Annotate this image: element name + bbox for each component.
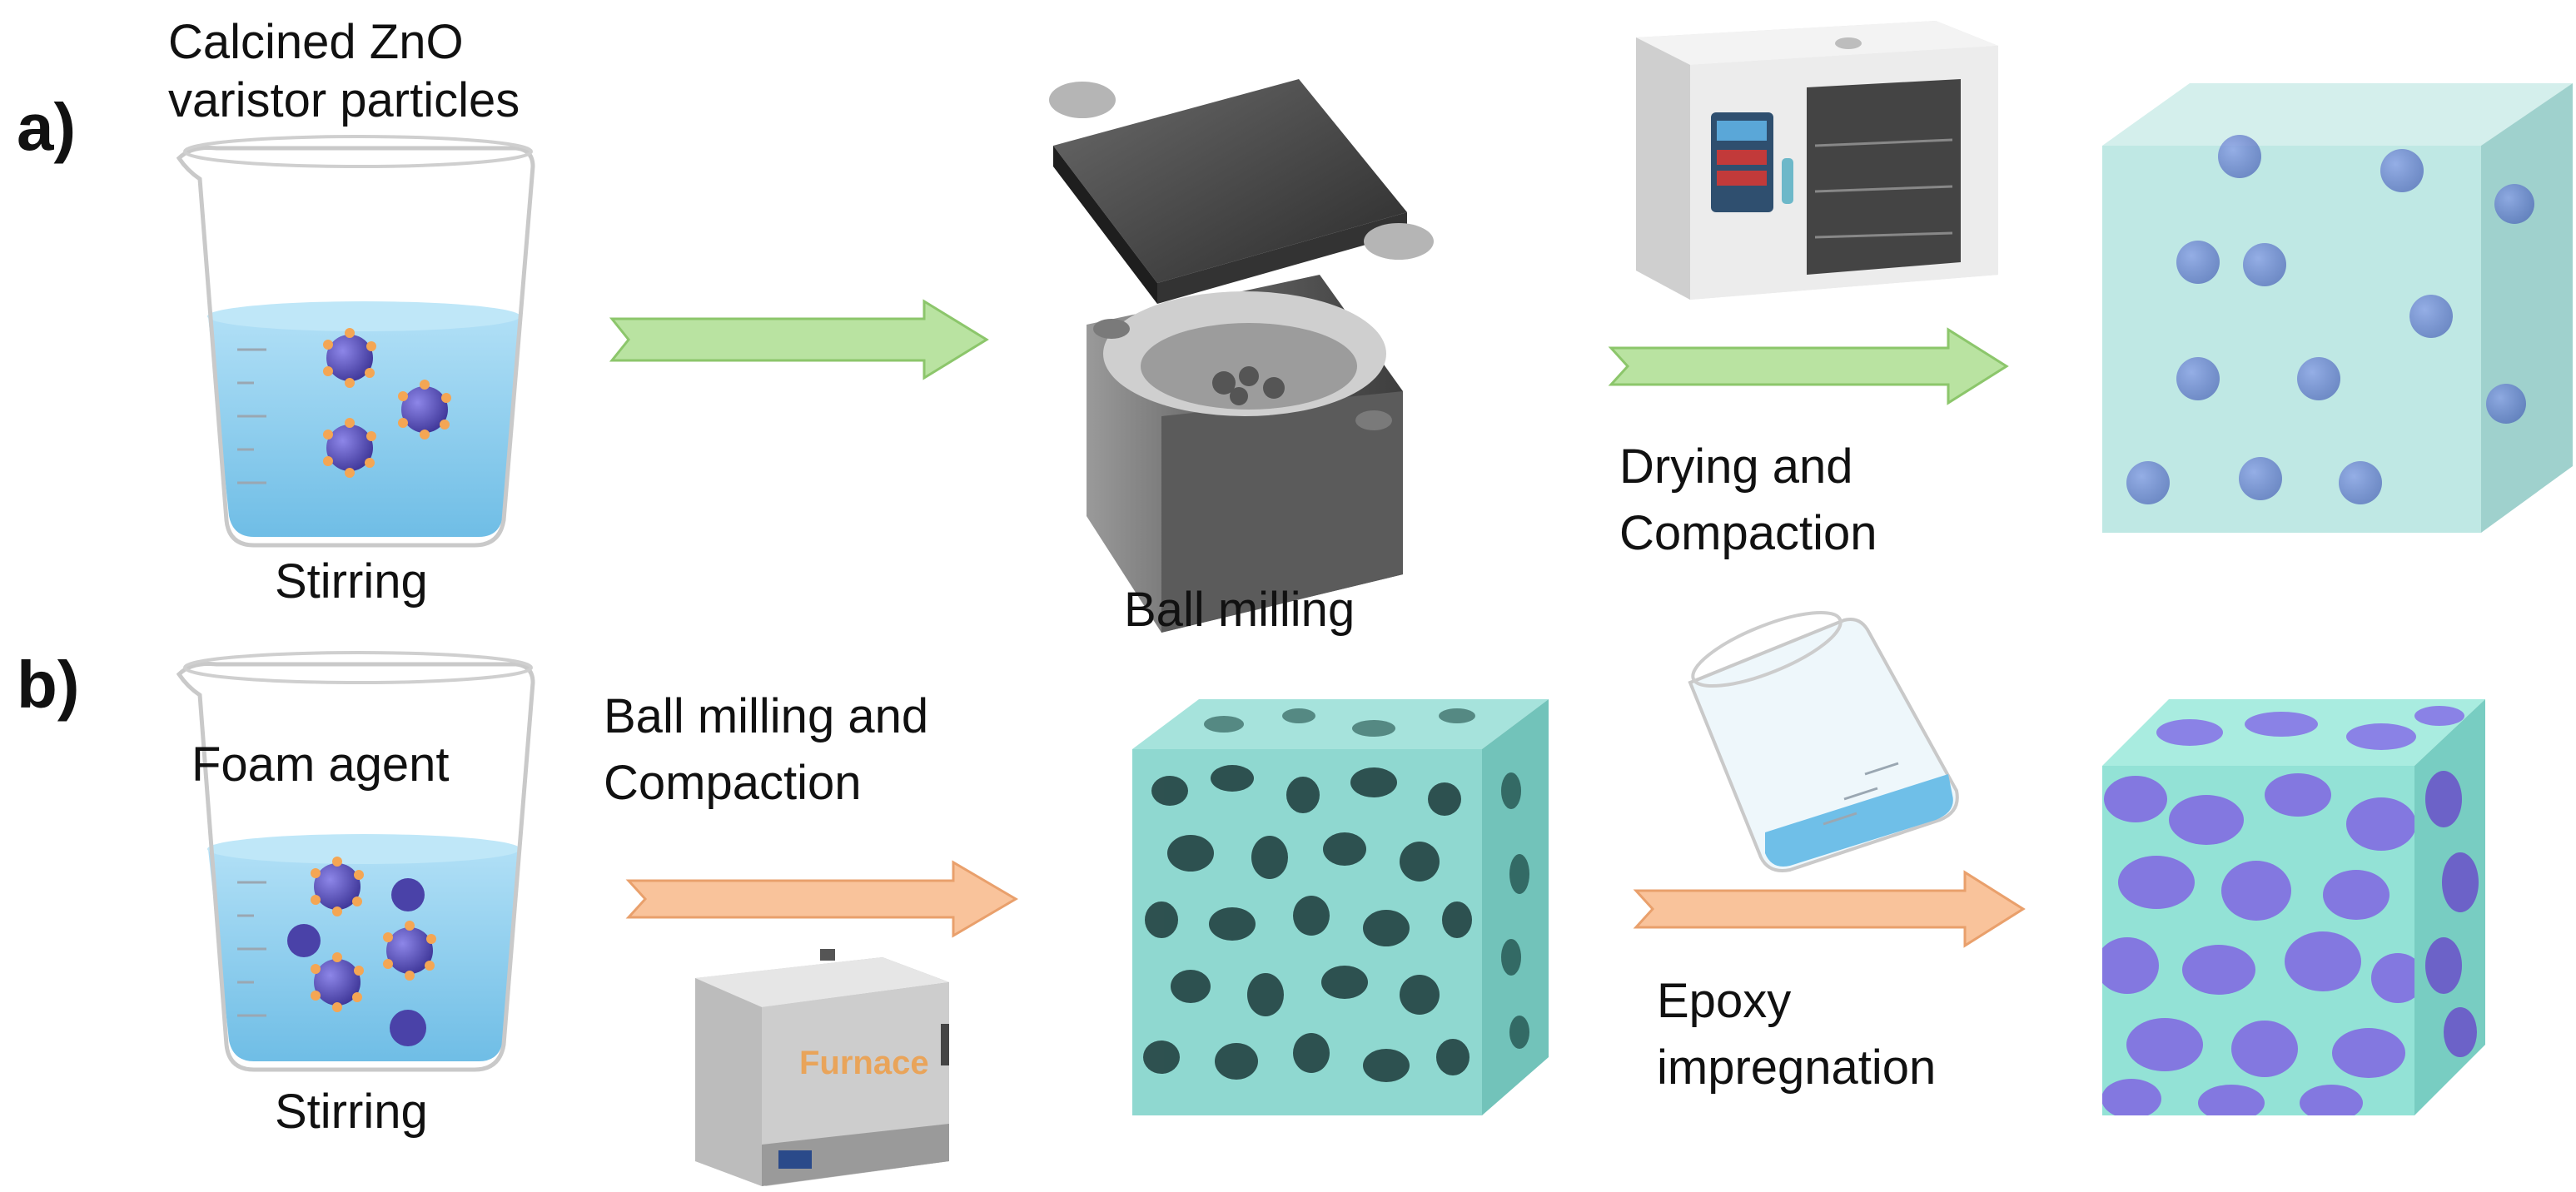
embedded-particle — [2176, 357, 2220, 400]
beaker-b-water — [208, 849, 520, 1061]
beaker-a-stir-label: Stirring — [275, 554, 428, 608]
epoxy-composite-cube — [2102, 699, 2485, 1115]
foam-agent-bead — [287, 924, 321, 957]
beaker-b-glass — [176, 662, 535, 1072]
embedded-particle — [2176, 241, 2220, 284]
panel-b-letter: b) — [17, 648, 80, 722]
foam-agent-bead — [390, 1010, 426, 1046]
beaker-a-glass — [176, 146, 535, 548]
panel-a-letter: a) — [17, 90, 76, 164]
beaker-b-caption: Foam agent — [191, 738, 450, 792]
embedded-particle — [2486, 384, 2526, 424]
oven-window — [1807, 79, 1961, 275]
beaker-b-stir-label: Stirring — [275, 1085, 428, 1139]
epoxy-label-line2: impregnation — [1657, 1041, 1936, 1095]
embedded-particle — [2218, 135, 2261, 178]
epoxy-label-line1: Epoxy — [1657, 974, 1791, 1028]
beaker-a-water — [208, 316, 520, 537]
mill-compaction-label-line1: Ball milling and — [604, 689, 928, 743]
embedded-particle — [2409, 295, 2453, 338]
beaker-a-water-surface — [207, 301, 520, 331]
ball-mill-lid — [1053, 79, 1407, 283]
embedded-particle — [2380, 149, 2424, 192]
mill-compaction-label-line2: Compaction — [604, 756, 861, 810]
embedded-particle — [2239, 457, 2282, 500]
epoxy-liquid — [1765, 774, 1953, 867]
cube-a-side — [2481, 83, 2573, 533]
furnace: Furnace — [695, 949, 949, 1186]
furnace-label: Furnace — [799, 1045, 929, 1081]
zno-particle — [383, 921, 436, 981]
foam-agent-bead — [391, 878, 425, 911]
composite-cube-a — [2102, 83, 2573, 533]
zno-particle — [311, 952, 364, 1012]
ball-mill-label: Ball milling — [1124, 583, 1355, 637]
foam-side — [1482, 699, 1549, 1115]
drying-label-line2: Compaction — [1619, 506, 1877, 560]
arrow-a1 — [609, 299, 989, 380]
drying-oven — [1636, 21, 1998, 300]
drying-label-line1: Drying and — [1619, 440, 1852, 494]
porous-foam-cube — [1132, 699, 1549, 1115]
furnace-display — [778, 1150, 812, 1169]
ball-mill-jar — [1049, 79, 1434, 633]
beaker-b-water-surface — [207, 834, 520, 864]
arrow-b2 — [1633, 870, 2026, 948]
embedded-particle — [2243, 243, 2286, 286]
zno-particle — [398, 380, 451, 440]
beaker-a-caption-line2: varistor particles — [168, 73, 520, 127]
foam-top — [1132, 699, 1549, 749]
embedded-particle — [2297, 357, 2340, 400]
cube-a-top — [2102, 83, 2573, 146]
zno-particle — [311, 857, 364, 916]
beaker-a-rim — [183, 135, 533, 168]
epoxy-pouring-cup — [1688, 610, 1959, 872]
embedded-particle — [2339, 461, 2382, 504]
beaker-a — [176, 135, 535, 548]
beaker-a-caption-line1: Calcined ZnO — [168, 15, 464, 69]
zno-particle — [323, 418, 376, 478]
embedded-particle — [2126, 461, 2170, 504]
arrow-b1 — [625, 860, 1018, 938]
zno-particle — [323, 328, 376, 388]
beaker-b-rim — [183, 651, 533, 684]
composite-side — [2414, 699, 2485, 1115]
beaker-b — [176, 651, 535, 1072]
embedded-particle — [2494, 184, 2534, 224]
arrow-a2 — [1608, 327, 2009, 405]
